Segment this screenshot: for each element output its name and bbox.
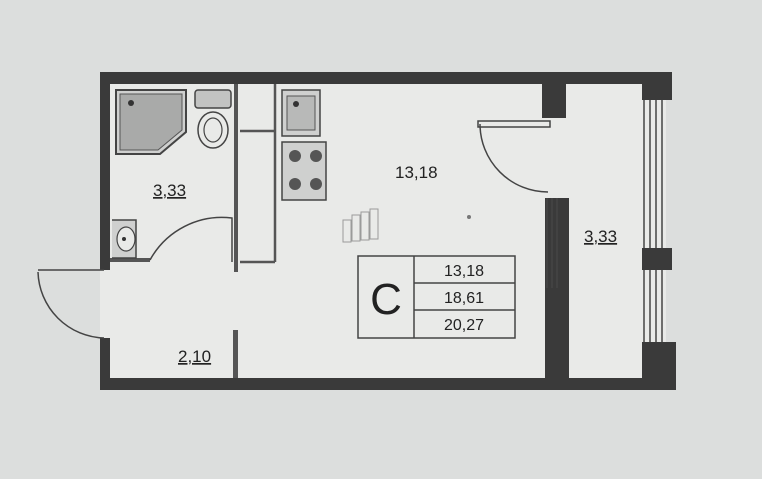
kitchen-sink-icon xyxy=(281,89,321,137)
shower-icon xyxy=(115,89,187,155)
loggia-window-lower xyxy=(643,270,663,342)
partition-pillar-top xyxy=(542,72,566,118)
loggia-area-label: 3,33 xyxy=(584,227,617,246)
bathroom-door-swing xyxy=(149,216,233,262)
area-summary-table: С 13,18 18,61 20,27 xyxy=(357,255,516,339)
total-with-loggia-value: 20,27 xyxy=(444,317,484,334)
radiator-icon xyxy=(342,208,379,243)
loggia-window-upper xyxy=(643,100,663,248)
bathroom-walls xyxy=(110,84,238,272)
washbasin-icon xyxy=(112,219,137,259)
top-wall xyxy=(100,72,666,84)
total-area-value: 18,61 xyxy=(444,290,484,307)
left-wall-lower xyxy=(100,338,110,390)
living-area-value: 13,18 xyxy=(444,263,484,280)
apartment-type-letter: С xyxy=(370,275,402,324)
exterior-walls xyxy=(100,72,676,390)
entrance-door xyxy=(37,269,105,339)
right-pillar-middle xyxy=(642,248,672,270)
shaft-column xyxy=(240,84,277,264)
right-corner-bottom xyxy=(642,342,676,390)
toilet-icon xyxy=(194,89,232,149)
right-corner-top xyxy=(642,72,672,100)
hallway-wall-stub xyxy=(233,330,238,378)
hallway-area-label: 2,10 xyxy=(178,347,211,366)
balcony-door-swing xyxy=(477,120,551,193)
main-room-area-label: 13,18 xyxy=(395,163,438,182)
bathroom-area-label: 3,33 xyxy=(153,181,186,200)
balcony-glazed-door xyxy=(546,198,558,288)
bottom-wall xyxy=(100,378,676,390)
left-wall-upper xyxy=(100,72,110,270)
stove-icon xyxy=(281,141,327,201)
ceiling-point xyxy=(467,215,471,219)
